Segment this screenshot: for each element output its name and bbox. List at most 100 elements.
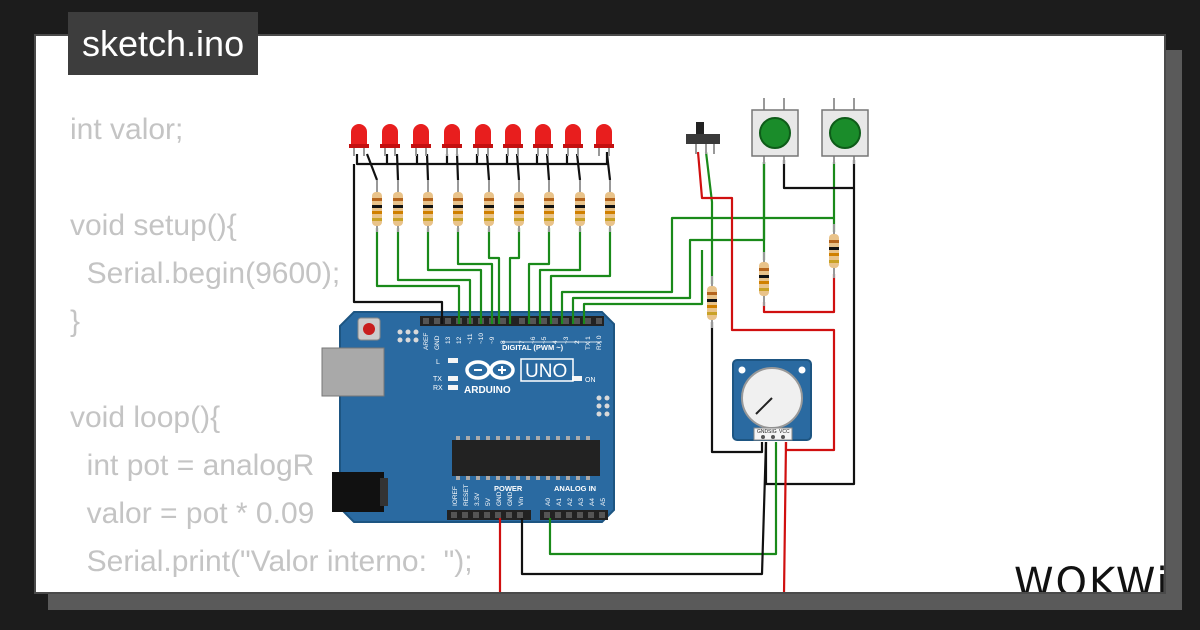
- arduino-logo: [465, 360, 515, 380]
- wire-black: [782, 160, 856, 190]
- power-jack: [332, 472, 384, 512]
- code-preview: int valor; void setup(){ Serial.begin(960…: [70, 106, 473, 592]
- simulation-canvas[interactable]: int valor; void setup(){ Serial.begin(960…: [34, 34, 1166, 594]
- arduino-uno-board[interactable]: AREF GND 13 12 ~11 ~10 ~9 8 7 ~6 ~5 4 ~3…: [321, 311, 615, 523]
- red-led[interactable]: [563, 124, 583, 156]
- push-button[interactable]: [821, 98, 869, 164]
- wire-red: [696, 151, 836, 452]
- potentiometer[interactable]: GND SIG VCC: [732, 359, 812, 441]
- arduino-brand: ARDUINO: [464, 385, 511, 396]
- resistor[interactable]: [575, 180, 585, 232]
- resistor[interactable]: [423, 180, 433, 232]
- resistor[interactable]: [707, 276, 717, 328]
- pin-label: ~11: [467, 333, 474, 344]
- pin-label: ~6: [530, 336, 537, 344]
- resistor[interactable]: [605, 180, 615, 232]
- resistor[interactable]: [829, 224, 839, 278]
- resistor[interactable]: [544, 180, 554, 232]
- wires: [352, 151, 856, 592]
- wire-green: [571, 162, 766, 324]
- usb-connector: [321, 347, 385, 397]
- code-line: int valor;: [70, 113, 184, 146]
- code-line: void setup(){: [70, 209, 237, 242]
- wire-black: [385, 154, 569, 164]
- pot-pin-label: SIG: [768, 429, 777, 435]
- resistor-array[interactable]: [372, 180, 615, 232]
- pin-label: IOREF: [452, 486, 459, 506]
- led-array[interactable]: [349, 124, 614, 156]
- code-line: Serial.print("Valor interno: ");: [70, 545, 473, 578]
- pin-label: GND: [496, 491, 503, 506]
- pin-label: AREF: [423, 333, 430, 350]
- code-line: void loop(){: [70, 401, 221, 434]
- slide-switch[interactable]: [686, 122, 720, 154]
- wire-green: [508, 228, 521, 324]
- pin-label: ~10: [478, 333, 485, 344]
- pin-label: A3: [578, 498, 585, 506]
- pin-label: 13: [445, 336, 452, 344]
- resistor[interactable]: [514, 180, 524, 232]
- code-line: Serial.begin(9600);: [70, 257, 341, 290]
- wire-green: [560, 216, 834, 324]
- analog-label: ANALOG IN: [554, 484, 596, 493]
- wire-green: [704, 151, 714, 284]
- wire-green: [426, 228, 483, 324]
- wire-green: [487, 228, 501, 324]
- code-line: valor = pot * 0.09: [70, 497, 315, 530]
- red-led[interactable]: [411, 124, 431, 156]
- red-led[interactable]: [533, 124, 553, 156]
- pin-label: A0: [545, 498, 552, 506]
- atmega-chip: [452, 440, 600, 476]
- pin-label: 3.3V: [474, 492, 481, 506]
- circuit-diagram: AREF GND 13 12 ~11 ~10 ~9 8 7 ~6 ~5 4 ~3…: [321, 98, 869, 592]
- project-title: sketch.ino: [68, 12, 259, 75]
- wire-red: [498, 441, 788, 592]
- pin-label: RX 0: [596, 335, 603, 350]
- pin-label: A1: [556, 498, 563, 506]
- wire-black: [710, 322, 764, 454]
- resistor[interactable]: [372, 180, 382, 232]
- red-led[interactable]: [594, 124, 614, 156]
- rx-led-label: RX: [433, 385, 443, 392]
- tx-led-label: TX: [433, 376, 442, 383]
- wire-green: [527, 228, 551, 324]
- red-led[interactable]: [442, 124, 462, 156]
- wire-green: [582, 250, 704, 324]
- pin-label: A2: [567, 498, 574, 506]
- wokwi-logo: WOKWi: [1014, 560, 1166, 594]
- pin-label: 5V: [485, 497, 492, 506]
- resistor[interactable]: [393, 180, 403, 232]
- pin-label: ~3: [563, 336, 570, 344]
- pin-label: GND: [434, 335, 441, 350]
- pot-pin-label: VCC: [779, 429, 790, 435]
- pin-label: Vin: [518, 496, 525, 506]
- code-line: int pot = analogR: [70, 449, 315, 482]
- digital-label: DIGITAL (PWM ~): [502, 343, 564, 352]
- wire-green: [375, 228, 461, 324]
- pin-label: A4: [589, 498, 596, 506]
- wire-green: [548, 442, 778, 556]
- pot-pin-label: GND: [757, 429, 769, 435]
- red-led[interactable]: [380, 124, 400, 156]
- l-led-label: L: [436, 359, 440, 366]
- pin-label: TX 1: [585, 336, 592, 350]
- wire-green: [538, 228, 582, 324]
- code-line: }: [70, 305, 81, 338]
- resistor[interactable]: [484, 180, 494, 232]
- resistor[interactable]: [453, 180, 463, 232]
- red-led[interactable]: [503, 124, 523, 156]
- wire-black: [520, 441, 768, 576]
- red-led[interactable]: [349, 124, 369, 156]
- pin-label: GND: [507, 491, 514, 506]
- wire-black: [352, 164, 444, 324]
- resistor[interactable]: [759, 252, 769, 306]
- red-led[interactable]: [473, 124, 493, 156]
- wire-green: [456, 228, 494, 324]
- pin-label: 12: [456, 336, 463, 344]
- wire-green: [396, 228, 472, 324]
- push-button[interactable]: [751, 98, 799, 164]
- wire-red: [762, 274, 836, 314]
- wire-green: [549, 228, 612, 324]
- pin-label: ~9: [489, 336, 496, 344]
- on-led-label: ON: [585, 377, 596, 384]
